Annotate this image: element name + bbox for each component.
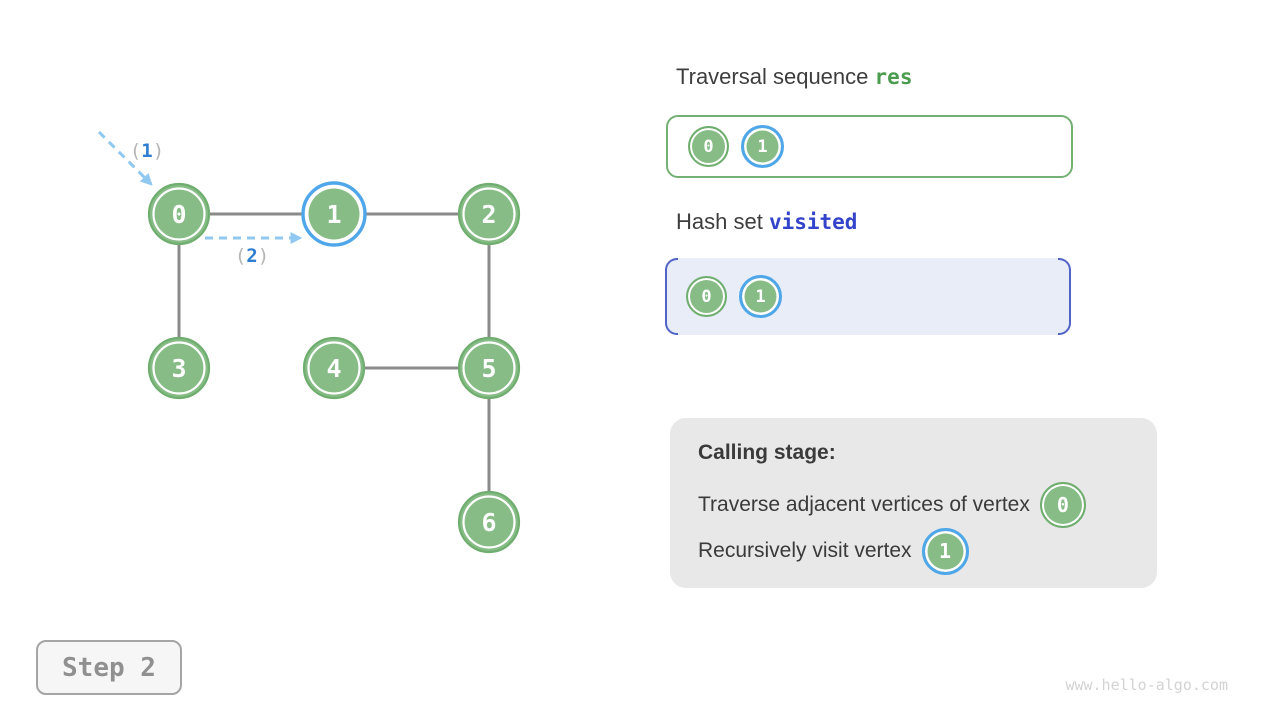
calling-line-1-node: 0 — [1039, 482, 1086, 528]
hash-set-heading: Hash set visited — [676, 209, 857, 235]
calling-stage-title: Calling stage: — [698, 441, 836, 464]
calling-stage-panel: Calling stage: Traverse adjacent vertice… — [670, 418, 1157, 588]
calling-line-1-text: Traverse adjacent vertices of vertex — [698, 493, 1030, 516]
traversal-sequence-box: 0 1 — [666, 115, 1073, 178]
hash-set-heading-text: Hash set — [676, 209, 763, 234]
graph-node-4-label: 4 — [326, 354, 341, 383]
calling-line-2-node: 1 — [921, 527, 969, 575]
graph-node-0-label: 0 — [171, 200, 186, 229]
visited-set-box: 0 1 — [665, 258, 1071, 335]
arrow-step-1 — [97, 130, 153, 186]
graph-node-0: 0 — [147, 182, 211, 246]
graph-diagram: (1) (2) 0 1 2 3 4 — [97, 130, 521, 554]
graph-node-4: 4 — [302, 336, 366, 400]
graph-node-3-label: 3 — [171, 354, 186, 383]
visited-code-label: visited — [768, 210, 858, 234]
res-item-0: 0 — [688, 126, 729, 167]
watermark: www.hello-algo.com — [1065, 676, 1228, 694]
graph-node-1: 1 — [301, 181, 367, 247]
visited-item-0: 0 — [686, 276, 727, 317]
chip-label: 0 — [1056, 493, 1069, 517]
graph-node-5-label: 5 — [481, 354, 496, 383]
graph-node-5: 5 — [457, 336, 521, 400]
res-code-label: res — [874, 65, 913, 89]
chip-label: 1 — [939, 539, 952, 563]
arrow-label-1: (1) — [130, 140, 164, 162]
res-item-1: 1 — [741, 125, 784, 168]
graph-node-1-label: 1 — [326, 200, 341, 229]
calling-line-1: Traverse adjacent vertices of vertex 0 — [698, 482, 1133, 528]
visited-item-1: 1 — [739, 275, 782, 318]
graph-node-6-label: 6 — [481, 508, 496, 537]
graph-node-2: 2 — [457, 182, 521, 246]
chip-label: 0 — [701, 286, 712, 307]
step-button[interactable]: Step 2 — [36, 640, 182, 695]
graph-node-6: 6 — [457, 490, 521, 554]
chip-label: 1 — [757, 136, 768, 157]
chip-label: 1 — [755, 286, 766, 307]
arrow-label-2: (2) — [235, 245, 269, 267]
traversal-sequence-heading: Traversal sequence res — [676, 64, 912, 90]
calling-line-2-text: Recursively visit vertex — [698, 539, 912, 562]
traversal-arrows: (1) (2) — [97, 130, 303, 267]
graph-node-2-label: 2 — [481, 200, 496, 229]
calling-line-2: Recursively visit vertex 1 — [698, 527, 1133, 575]
chip-label: 0 — [703, 136, 714, 157]
traversal-sequence-heading-text: Traversal sequence — [676, 64, 869, 89]
graph-node-3: 3 — [147, 336, 211, 400]
